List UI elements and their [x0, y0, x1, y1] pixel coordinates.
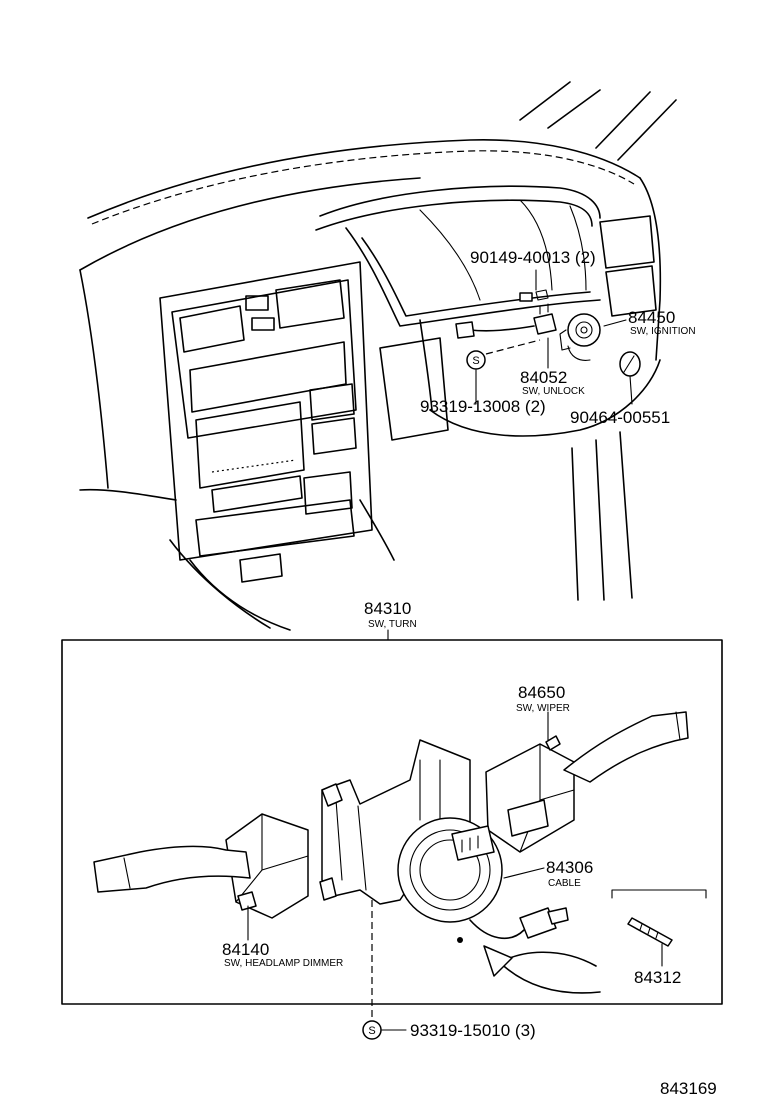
label-84650-name: SW, WIPER [516, 703, 570, 714]
label-90149-40013: 90149-40013 (2) [470, 248, 596, 267]
switch-bracket-icon [319, 739, 471, 905]
s-symbol-lower-text: S [368, 1025, 375, 1037]
label-84140: 84140 [222, 940, 269, 959]
label-93319-13008: 93319-13008 (2) [420, 397, 546, 416]
ignition-switch-84450-icon [559, 313, 601, 361]
spiral-cable-84306-icon [397, 817, 569, 943]
turn-switch-assembly-box [61, 639, 723, 1005]
label-84140-name: SW, HEADLAMP DIMMER [224, 958, 343, 969]
label-84650: 84650 [518, 683, 565, 702]
s-symbol-text: S [472, 355, 479, 367]
label-84052: 84052 [520, 368, 567, 387]
label-84306-name: CABLE [548, 878, 581, 889]
rotation-arrow-icon [497, 951, 597, 967]
screw-s-symbol-icon: S [466, 350, 486, 370]
label-84450: 84450 [628, 308, 675, 327]
label-84310-name: SW, TURN [368, 619, 417, 630]
unlock-switch-84052-icon [455, 303, 557, 339]
label-84450-name: SW, IGNITION [630, 326, 696, 337]
screw-s-symbol-lower-icon: S [362, 1020, 382, 1040]
figure-id: 843169 [660, 1079, 717, 1098]
label-84310: 84310 [364, 599, 411, 618]
ignition-parts: S [455, 269, 641, 405]
headlamp-dimmer-84140-icon [93, 813, 309, 919]
screw-90149-icon [519, 289, 549, 302]
dashboard-illustration [79, 81, 677, 631]
label-84312: 84312 [634, 968, 681, 987]
label-90464-00551: 90464-00551 [570, 408, 670, 427]
pin-84312-icon [611, 889, 707, 947]
wiper-switch-84650-icon [485, 711, 689, 853]
label-93319-15010: 93319-15010 (3) [410, 1021, 536, 1040]
label-84306: 84306 [546, 858, 593, 877]
bezel-90464-icon [619, 351, 641, 377]
label-84052-name: SW, UNLOCK [522, 386, 585, 397]
